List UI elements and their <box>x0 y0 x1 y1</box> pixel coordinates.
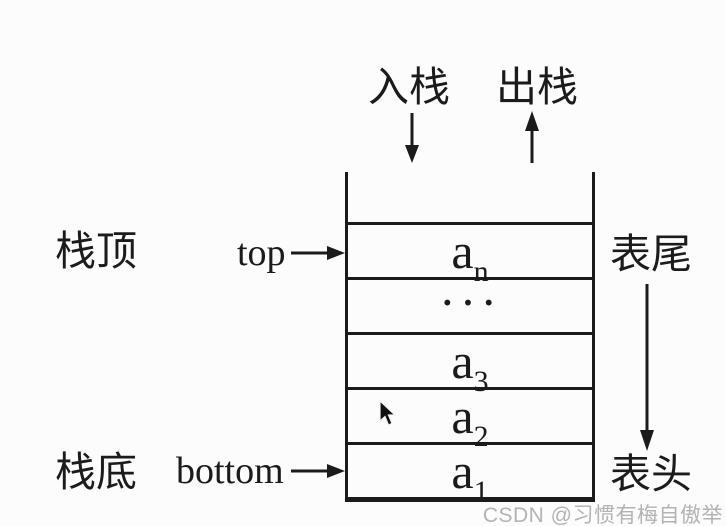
cell-value: a3 <box>451 333 489 398</box>
watermark-text: CSDN @习惯有梅自傲举 <box>482 504 723 526</box>
pop-up-arrow <box>525 111 539 163</box>
mouse-cursor-icon <box>379 400 397 426</box>
list-head-label: 表头 <box>610 451 692 497</box>
pop-label: 出栈 <box>496 64 578 110</box>
bottom-pointer-arrow <box>291 464 345 478</box>
stack-cell: a2 <box>348 387 592 453</box>
push-down-arrow <box>405 113 419 163</box>
list-tail-label: 表尾 <box>610 231 692 277</box>
stack-cell: a3 <box>348 332 592 398</box>
stack-cell: a1 <box>348 442 592 508</box>
stack-cell: ··· <box>348 274 592 332</box>
cell-value: an <box>451 223 489 288</box>
push-label: 入栈 <box>368 64 450 110</box>
tail-to-head-arrow <box>640 284 654 451</box>
top-pointer-label: top <box>237 232 286 274</box>
stack-cell: an <box>348 222 592 288</box>
cell-value: a2 <box>451 388 489 453</box>
bottom-pointer-label: bottom <box>176 450 284 492</box>
stack-open-top <box>348 172 592 222</box>
cell-value: a1 <box>451 443 489 508</box>
stack-top-label: 栈顶 <box>55 228 137 274</box>
stack-bottom-label: 栈底 <box>55 449 137 495</box>
top-pointer-arrow <box>291 246 345 260</box>
stack-box: an ··· a3 a2 a1 <box>345 172 595 508</box>
cell-value: ··· <box>439 274 501 330</box>
